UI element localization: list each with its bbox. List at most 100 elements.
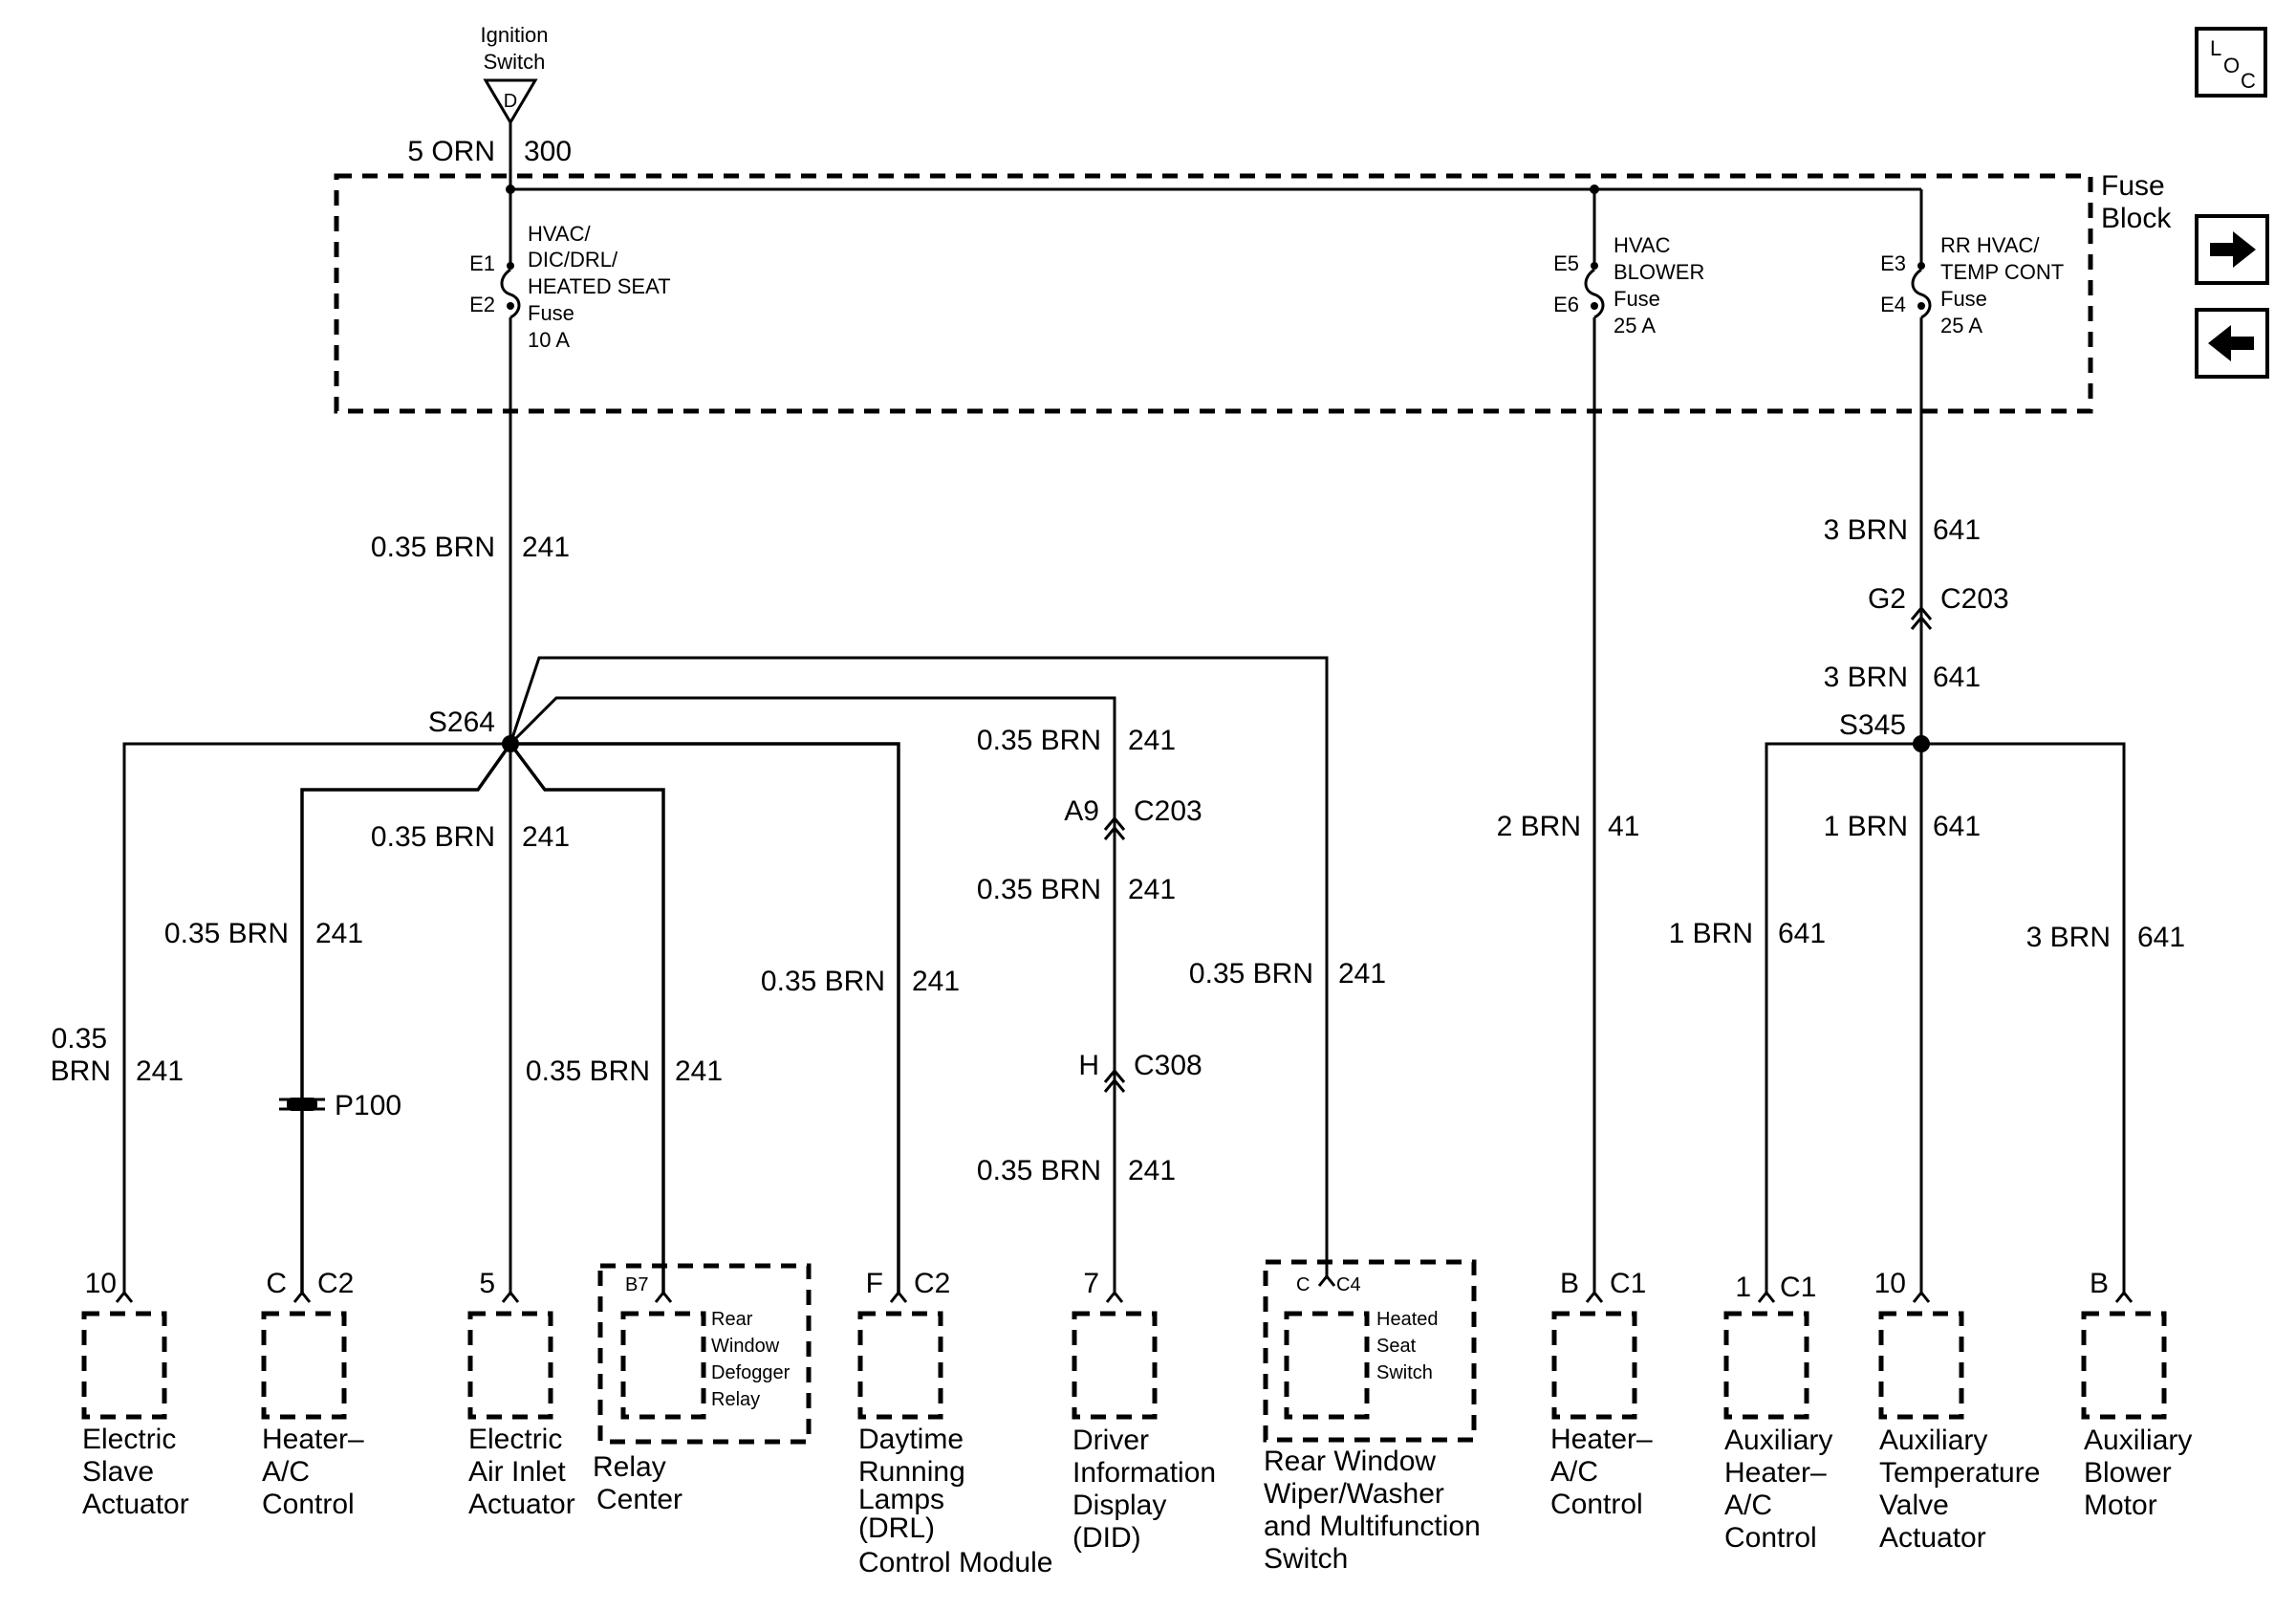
connector-name: C203 xyxy=(1940,583,2009,615)
component-name-line: Air Inlet xyxy=(468,1456,566,1488)
fuse-terminal-dot xyxy=(1591,302,1598,310)
component-name-line: Heater– xyxy=(1550,1424,1653,1455)
wire-circuit: 241 xyxy=(912,966,960,997)
component-inner-line: Seat xyxy=(1376,1336,1417,1357)
terminal-chevron-icon xyxy=(501,1290,520,1303)
previous-page-button[interactable] xyxy=(2195,308,2269,379)
fuse-label-line: 25 A xyxy=(1614,314,1656,337)
splice-s345-label: S345 xyxy=(1839,709,1906,741)
fuse-label-line: 25 A xyxy=(1940,314,1982,337)
component-box xyxy=(1551,1311,1637,1420)
component-name-line: Auxiliary xyxy=(2084,1425,2192,1456)
arrow-left-glyph xyxy=(2208,325,2254,361)
component-box xyxy=(857,1311,943,1420)
location-button[interactable]: L O C xyxy=(2195,27,2267,98)
wire-circuit: 641 xyxy=(1933,811,1981,842)
component-name-line: Wiper/Washer xyxy=(1264,1478,1444,1510)
fuse-pin-bottom: E2 xyxy=(469,293,495,316)
wire-circuit: 241 xyxy=(1128,874,1176,905)
connector-name: C308 xyxy=(1134,1050,1202,1081)
connector-chevron-icon xyxy=(1910,605,1933,620)
component-box xyxy=(467,1311,553,1420)
wire-gauge: 0.35 BRN xyxy=(977,874,1101,905)
fuse-terminal-dot xyxy=(1917,262,1925,270)
fuse-label-line: Fuse xyxy=(1940,287,1987,311)
terminal-chevron-icon xyxy=(1317,1273,1336,1287)
supply-wire-gauge: 5 ORN xyxy=(407,136,495,167)
component-name-line: Temperature xyxy=(1879,1457,2040,1489)
wire-circuit: 241 xyxy=(1128,1155,1176,1186)
wire-gauge: BRN xyxy=(51,1055,111,1087)
wire-gauge: 0.35 BRN xyxy=(977,725,1101,756)
fuse-label-line: HVAC/ xyxy=(528,222,591,246)
component-name-line: Rear Window xyxy=(1264,1446,1436,1477)
wire-branch-rear-wiper xyxy=(509,656,1329,1279)
ignition-label-2: Switch xyxy=(484,50,546,74)
component-name-line: Driver xyxy=(1072,1425,1149,1456)
component-auxiliary-temperature-valve-actuator: 10 Auxiliary Temperature Valve Actuator xyxy=(1874,1268,2041,1554)
next-page-button[interactable] xyxy=(2195,214,2269,285)
wire-circuit: 641 xyxy=(1933,514,1981,546)
wire-gauge: 2 BRN xyxy=(1497,811,1581,842)
wire-branch-heater-ac xyxy=(300,742,512,1295)
fuse-terminal-dot xyxy=(1917,302,1925,310)
fuse-label-line: RR HVAC/ xyxy=(1940,233,2040,257)
component-name-line: Control xyxy=(1724,1522,1817,1554)
connector-pin: G2 xyxy=(1868,583,1906,615)
terminal-chevron-icon xyxy=(1912,1290,1931,1303)
fuse-terminal-dot xyxy=(1591,262,1598,270)
fuse-label-line: BLOWER xyxy=(1614,260,1704,284)
ignition-switch: Ignition Switch D xyxy=(481,23,548,125)
inline-connector-c308: H C308 xyxy=(1078,1050,1202,1093)
component-name-line: Switch xyxy=(1264,1543,1348,1575)
fuse-hvac-dic-drl: E1 E2 HVAC/ DIC/DRL/ HEATED SEAT Fuse 10… xyxy=(469,222,670,352)
component-inner-line: Window xyxy=(711,1336,780,1357)
component-pin: 5 xyxy=(479,1268,495,1299)
wire-gauge: 0.35 BRN xyxy=(371,532,495,563)
component-heater-ac-control-right: B C1 Heater– A/C Control xyxy=(1550,1268,1653,1520)
component-auxiliary-blower-motor: B Auxiliary Blower Motor xyxy=(2081,1268,2192,1521)
component-pin: 10 xyxy=(1874,1268,1906,1299)
component-connector: C2 xyxy=(914,1268,950,1299)
wire-branch-aux-blower xyxy=(1921,742,2126,1295)
terminal-chevron-icon xyxy=(889,1290,908,1303)
loc-letter-c: C xyxy=(2241,69,2256,93)
bus-junction-dot xyxy=(1590,185,1599,194)
wire-gauge: 0.35 BRN xyxy=(1189,958,1313,990)
wire-gauge: 0.35 BRN xyxy=(761,966,885,997)
component-relay-center: B7 Rear Window Defogger Relay Relay Cent… xyxy=(593,1263,812,1515)
component-name-line: Center xyxy=(596,1484,682,1515)
splice-s264-label: S264 xyxy=(428,707,495,738)
bus-junction-dot xyxy=(506,185,515,194)
wire-circuit: 241 xyxy=(136,1055,184,1087)
location-icon[interactable] xyxy=(2195,27,2267,98)
loc-letter-o: O xyxy=(2223,54,2240,77)
fuse-label-line: DIC/DRL/ xyxy=(528,248,618,272)
loc-letter-l: L xyxy=(2210,36,2221,60)
connector-chevron-icon xyxy=(1103,1077,1126,1093)
wire-circuit: 241 xyxy=(1128,725,1176,756)
component-rear-window-wiper-switch: C C4 Heated Seat Switch Rear Window Wipe… xyxy=(1263,1259,1481,1575)
wire-circuit: 641 xyxy=(1778,918,1826,949)
pass-through-p100: P100 xyxy=(279,1090,401,1121)
component-connector: C4 xyxy=(1336,1274,1361,1295)
component-inner-line: Heated xyxy=(1376,1309,1439,1330)
component-heater-ac-control-left: C C2 Heater– A/C Control xyxy=(261,1268,364,1520)
component-name-line: Daytime xyxy=(858,1424,964,1455)
wire-circuit: 241 xyxy=(522,821,570,853)
component-name-line: A/C xyxy=(1550,1456,1598,1488)
component-name-line: Control xyxy=(262,1489,355,1520)
fuse-label-line: HEATED SEAT xyxy=(528,274,671,298)
terminal-chevron-icon xyxy=(115,1290,134,1303)
ignition-triangle-icon xyxy=(483,78,538,125)
connector-chevron-icon xyxy=(1103,1068,1126,1083)
wire-gauge: 0.35 BRN xyxy=(371,821,495,853)
wire-circuit: 641 xyxy=(2137,922,2185,953)
fuse-terminal-dot xyxy=(507,302,514,310)
fuse-label-line: 10 A xyxy=(528,328,570,352)
terminal-chevron-icon xyxy=(654,1290,673,1303)
wire-branch-electric-slave xyxy=(122,742,510,1295)
inline-connector-c203-g2: G2 C203 xyxy=(1868,583,2009,630)
component-pin: 7 xyxy=(1083,1268,1099,1299)
